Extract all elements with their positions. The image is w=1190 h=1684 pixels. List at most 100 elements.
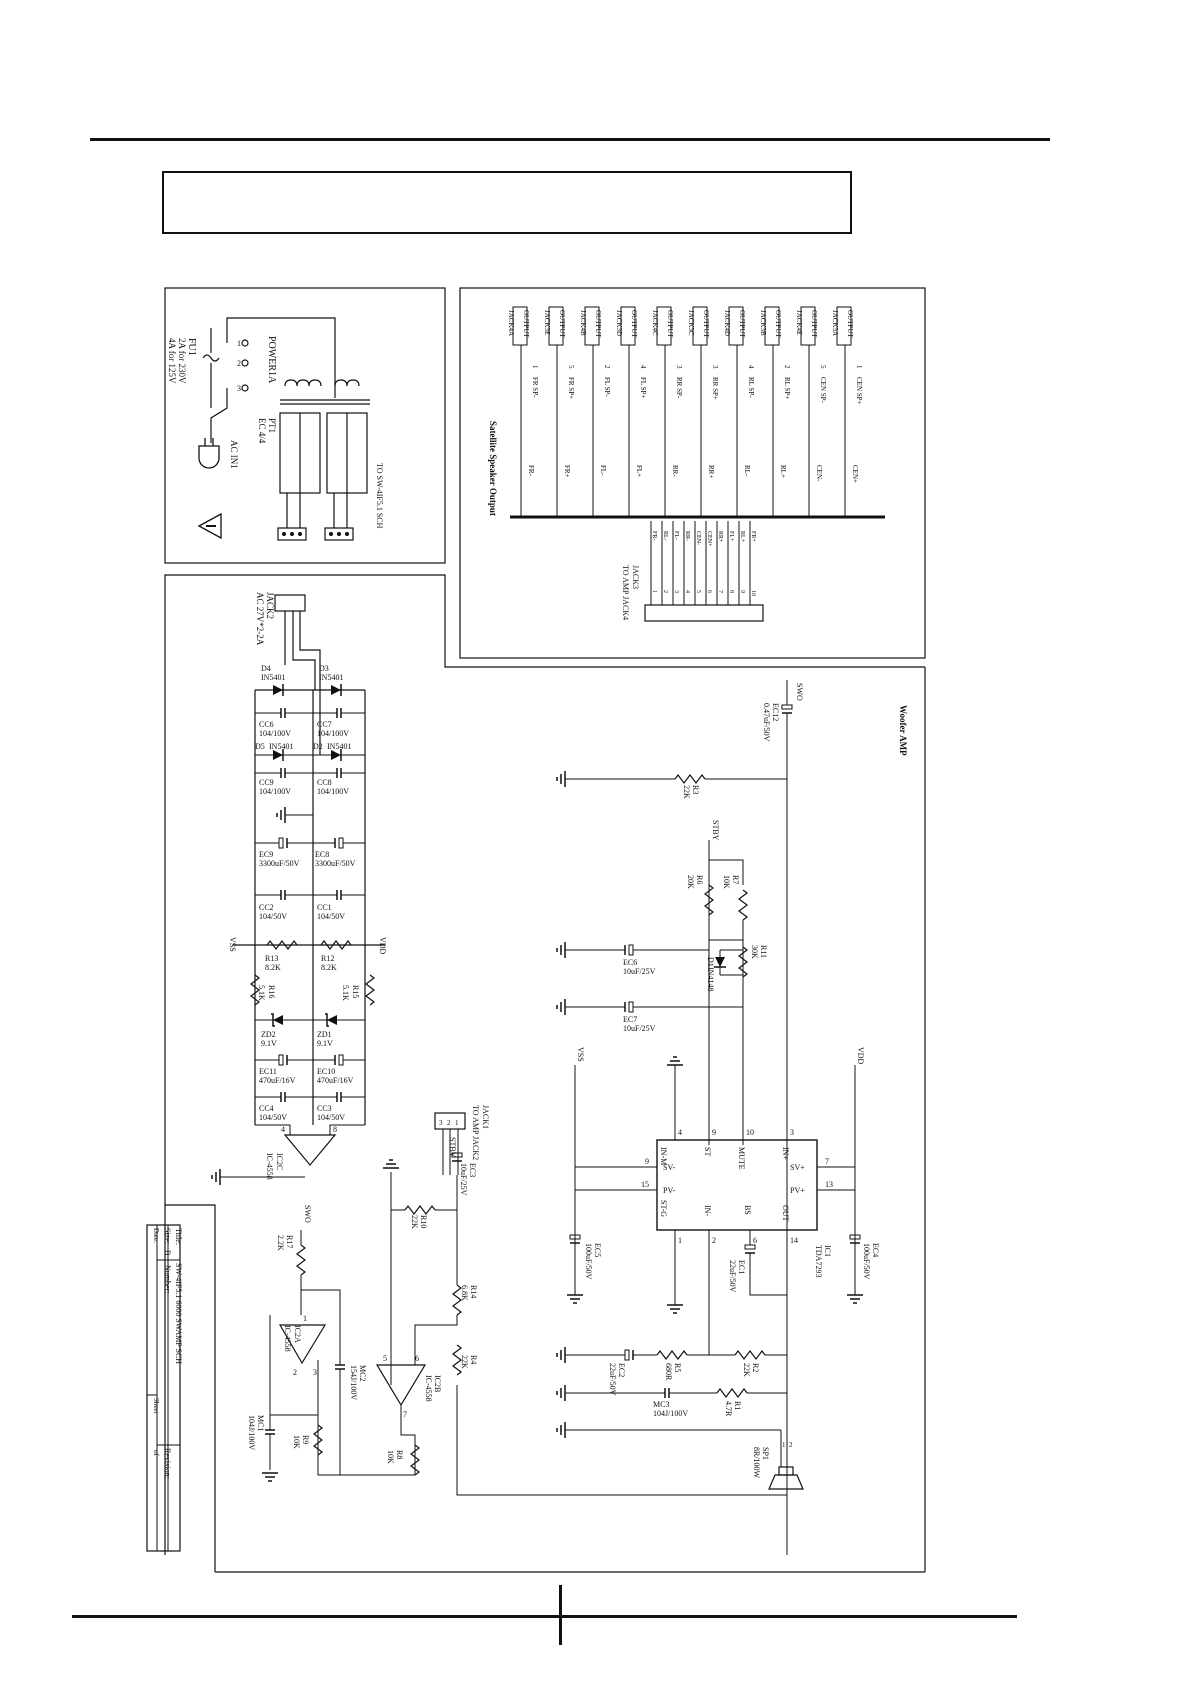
ic2a-pin-2: 2 (293, 1368, 297, 1377)
jack3-pin-number: 2 (662, 590, 668, 593)
jack1-stby: STBY (448, 1137, 457, 1158)
psu-section: JACK2 AC 27V*2-2A IN5401 D4 IN5401 D3 CC… (211, 592, 490, 1185)
jack-pin: 4 (747, 365, 755, 369)
jack3-pin-signal: CEN+ (706, 531, 712, 547)
sheet-label: Sheet (152, 1398, 160, 1414)
transformer-ref: PT1 (267, 418, 277, 433)
ic2b-pin-6: 6 (415, 1354, 419, 1363)
ic1-pin-out: OUT (781, 1205, 790, 1222)
jack-output-label: OUTPUT (810, 310, 818, 338)
power-section-frame (164, 287, 446, 564)
sp1-value: 8R/100W (752, 1447, 761, 1479)
zener-zd1 (313, 1013, 365, 1027)
ac-plug-icon (198, 438, 220, 469)
d4-ref: D4 (261, 664, 271, 673)
jack-signal: RL SP+ (783, 377, 791, 399)
r11-value: 30K (750, 945, 759, 959)
ic2c-part: IC-4558 (265, 1153, 274, 1180)
ic1-pin-13-num: 13 (825, 1180, 833, 1189)
r15-ref: R15 (351, 985, 360, 998)
cap-ec9 (255, 837, 313, 849)
ic1-pin-in-plus: IN+ (781, 1147, 790, 1160)
ic2a-ref: IC2A (293, 1325, 302, 1343)
satellite-section-title: Satellite Speaker Output (488, 421, 498, 516)
r11-ref: R11 (759, 945, 768, 958)
jack-output-box (764, 306, 780, 346)
ic2c-pin-4: 4 (281, 1125, 285, 1134)
ec12-value: 0.47uF/50V (762, 703, 771, 742)
jack-ref: JACK4A (507, 310, 515, 336)
bottom-rule (72, 1615, 1017, 1618)
jack3-connector (644, 604, 764, 622)
jack3-ref: JACK3 (631, 565, 640, 589)
mc3-value: 104J/100V (653, 1409, 688, 1418)
d3-ref: D3 (319, 664, 329, 673)
jack-pin: 2 (783, 365, 791, 369)
cap-ec2 (624, 1349, 634, 1361)
cc4-ref: CC4 (259, 1104, 274, 1113)
jack2-connector (274, 594, 306, 612)
ec5-ref: EC5 (593, 1243, 602, 1257)
jack3-pin-number: 3 (673, 590, 679, 593)
jack-output-box (728, 306, 744, 346)
switch-pin-2: 2 (237, 359, 241, 368)
jack-pin: 3 (675, 365, 683, 369)
cc9-value: 104/100V (259, 787, 291, 796)
jack-signal: CEN SP- (819, 377, 827, 404)
ic2b-pin-7: 7 (403, 1410, 407, 1419)
jack3-pin-number: 1 (651, 590, 657, 593)
resistor-r15 (365, 974, 375, 1006)
rail-vss-label: VSS (228, 937, 237, 952)
d5-ref: D5 (255, 742, 265, 751)
r5-ref: R5 (673, 1363, 682, 1372)
r6-ref: R6 (695, 875, 704, 884)
jack-bus-label: RR+ (707, 465, 715, 478)
cc7-value: 104/100V (317, 729, 349, 738)
jack3-pin-signal: RL- (662, 531, 668, 541)
jack1-pin-1: 1 (455, 1119, 459, 1127)
ground-symbol-ec2 (556, 1347, 566, 1363)
jack-bus-label: FR+ (563, 465, 571, 478)
ac-in-label: AC IN1 (229, 440, 239, 469)
ground-symbol-ec4 (847, 1294, 863, 1304)
cc8-ref: CC8 (317, 778, 332, 787)
woofer-vdd: VDD (856, 1047, 865, 1065)
ic1-pin-14-num: 14 (790, 1236, 798, 1245)
ic1-pin-sv-plus: SV+ (790, 1163, 805, 1172)
jack-pin: 3 (711, 365, 719, 369)
jack1-dest: TO AMP JACK2 (471, 1105, 480, 1160)
jack-pin: 4 (639, 365, 647, 369)
ic1-pin-3-num: 3 (790, 1128, 794, 1137)
resistor-r4 (452, 1344, 462, 1376)
jack-bus-label: RR- (671, 465, 679, 477)
r1-value: 4.7R (724, 1401, 733, 1417)
ic1-pin-9-num: 9 (645, 1157, 649, 1166)
secondary-connector-1 (277, 527, 307, 541)
d1-part: IN4148 (706, 967, 715, 991)
cc9-ref: CC9 (259, 778, 274, 787)
ec2-ref: EC2 (617, 1363, 626, 1377)
ground-symbol-ec7 (556, 999, 566, 1015)
ec4-ref: EC4 (871, 1243, 880, 1257)
cap-ec6 (624, 944, 634, 956)
woofer-swo: SWO (795, 683, 804, 701)
jack2-ref: JACK2 (265, 592, 275, 619)
jack-output-box (836, 306, 852, 346)
zd2-ref: ZD2 (261, 1030, 276, 1039)
ec1-ref: EC1 (737, 1260, 746, 1274)
jack-output-label: OUTPUT (738, 310, 746, 338)
jack-ref: JACK4E (795, 310, 803, 335)
jack-ref: JACK3A (831, 310, 839, 336)
woofer-stby: STBY (711, 820, 720, 841)
top-rule (90, 138, 1050, 141)
ic1-pin-st-g: ST-G (659, 1200, 668, 1217)
r12-ref: R12 (321, 954, 334, 963)
jack1-pin-2: 2 (447, 1119, 451, 1127)
jack-ref: JACK3B (759, 310, 767, 336)
ec8-ref: EC8 (315, 850, 329, 859)
cap-mc2 (335, 1364, 345, 1370)
ic2a-part: IC-4558 (283, 1325, 292, 1352)
jack-signal: FR SP- (531, 377, 539, 398)
date-label: Date: (152, 1228, 160, 1243)
fuse-rating-2: 4A for 125V (167, 338, 177, 384)
